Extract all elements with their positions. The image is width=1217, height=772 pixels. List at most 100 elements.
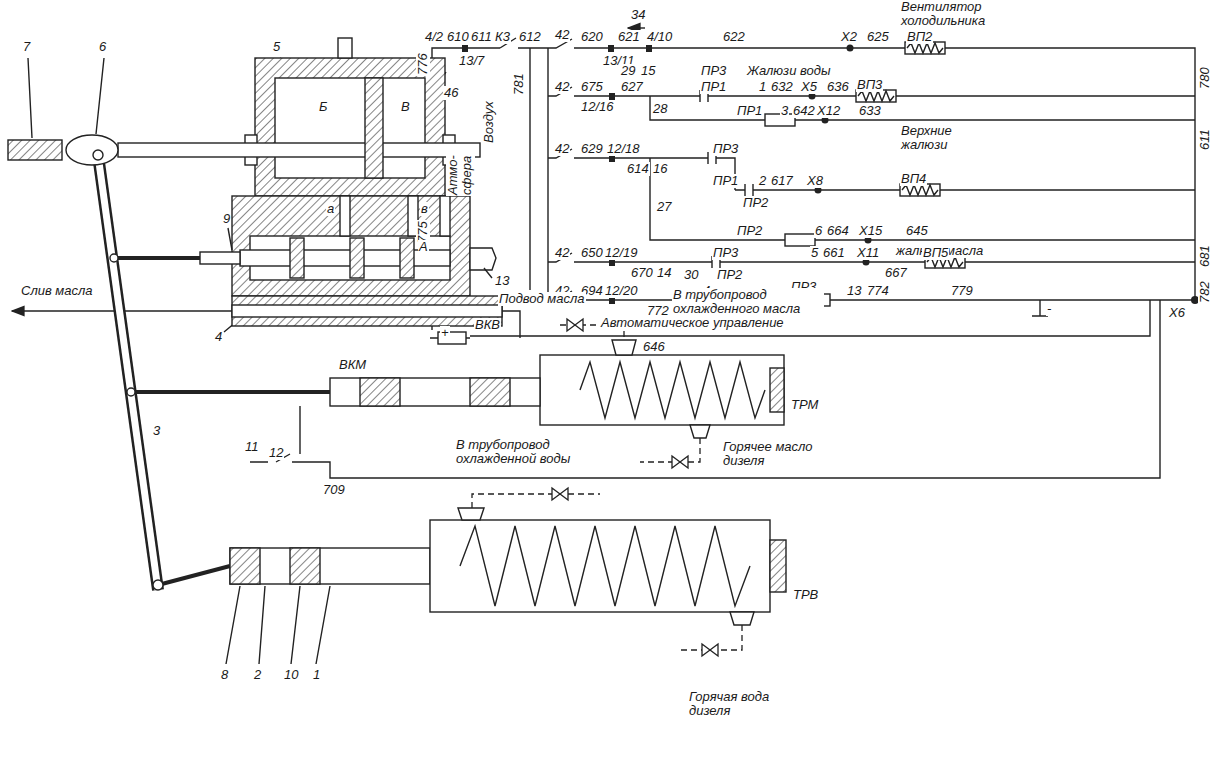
- drawing-path: [552, 488, 568, 500]
- diagram-label: 627: [620, 80, 644, 94]
- diagram-label: 4: [214, 330, 223, 344]
- drawing-path: [567, 319, 583, 331]
- diagram-label: 9: [222, 212, 231, 226]
- diagram-label: Х15: [858, 224, 883, 238]
- diagram-label: 642: [792, 104, 816, 118]
- drawing-path: [640, 438, 700, 462]
- diagram-label: 4/10: [646, 30, 673, 44]
- valve-symbols: [552, 319, 718, 656]
- drawing-rect: [770, 540, 786, 592]
- diagram-label: 622: [722, 30, 746, 44]
- diagram-label: 779: [950, 284, 974, 298]
- drawing-path: [502, 311, 520, 338]
- diagram-label: 781: [512, 72, 526, 96]
- drawing-line: [98, 155, 158, 590]
- diagram-label: 10: [283, 668, 299, 682]
- drawing-circle: [847, 45, 854, 52]
- diagram-label: 611: [470, 30, 493, 44]
- diagram-label: 15: [640, 64, 656, 78]
- drawing-rect: [350, 238, 364, 278]
- diagram-label: ТРВ: [792, 588, 819, 602]
- drawing-polygon: [458, 508, 484, 520]
- drawing-path: [548, 149, 735, 190]
- diagram-label: 46: [443, 86, 459, 100]
- diagram-label: Горячее масло дизеля: [722, 440, 844, 469]
- diagram-label: ВКМ: [338, 358, 367, 372]
- diagram-label: В трубопровод охлажденной воды: [455, 438, 607, 467]
- diagram-label: Х11: [856, 246, 880, 260]
- drawing-ellipse: [66, 135, 118, 165]
- drawing-rect: [290, 238, 304, 278]
- diagram-label: 625: [866, 30, 890, 44]
- diagram-label: ВП4: [900, 172, 927, 186]
- diagram-label: 621: [617, 30, 641, 44]
- diagram-label: 675: [580, 80, 604, 94]
- diagram-label: Воздух: [482, 100, 496, 144]
- diagram-label: 1: [312, 668, 321, 682]
- diagram-label: 5: [272, 40, 281, 54]
- drawing-path: [680, 625, 742, 650]
- diagram-label: 13: [494, 274, 510, 288]
- diagram-label: 632: [770, 80, 794, 94]
- mechanism: [8, 38, 786, 664]
- diagram-label: К3: [494, 30, 511, 44]
- diagram-label: 661: [822, 246, 846, 260]
- drawing-rect: [540, 355, 784, 425]
- diagram-label: в: [420, 202, 429, 216]
- diagram-label: Жалюзи воды: [746, 64, 831, 78]
- drawing-rect: [230, 548, 430, 584]
- drawing-rect: [365, 78, 383, 178]
- diagram-label: а: [326, 202, 335, 216]
- diagram-label: Б: [318, 100, 328, 114]
- drawing-rect: [275, 78, 425, 178]
- drawing-path: [702, 644, 718, 656]
- drawing-circle: [93, 150, 103, 160]
- diagram-label: 27: [656, 200, 672, 214]
- drawing-path: [672, 456, 688, 468]
- drawing-rect: [400, 238, 414, 278]
- diagram-label: 28: [652, 102, 668, 116]
- diagram-label: 612: [518, 30, 542, 44]
- drawing-rect: [230, 548, 260, 584]
- diagram-label: Вентилятор холодильника: [900, 0, 1012, 29]
- drawing-rect: [608, 45, 614, 52]
- diagram-label: 5: [810, 246, 819, 260]
- drawing-rect: [232, 305, 502, 317]
- diagram-label: 636: [826, 80, 850, 94]
- drawing-polyline: [580, 362, 765, 418]
- diagram-label: 614: [626, 162, 650, 176]
- drawing-path: [628, 27, 645, 28]
- drawing-path: [735, 189, 1195, 190]
- diagram-label: Х2: [840, 30, 858, 44]
- diagram-label: 42: [554, 28, 570, 42]
- diagram-label: 620: [580, 30, 604, 44]
- drawing-circle: [127, 388, 135, 396]
- drawing-path: [114, 258, 330, 585]
- diagram-label: 12/18: [606, 142, 641, 156]
- diagram-label: 42: [554, 142, 570, 156]
- diagram-label: ВП3: [856, 78, 883, 92]
- diagram-label: 29: [620, 64, 636, 78]
- drawing-rect: [290, 548, 320, 584]
- diagram-label: 667: [884, 266, 908, 280]
- drawing-rect: [360, 378, 400, 406]
- drawing-rect: [462, 45, 468, 52]
- diagram-label: 2: [758, 174, 767, 188]
- diagram-label: Горячая вода дизеля: [688, 690, 810, 719]
- drawing-path: [529, 48, 530, 290]
- diagram-label: 782: [1198, 280, 1212, 304]
- pipes: [472, 325, 742, 650]
- drawing-rect: [470, 378, 510, 406]
- diagram-label: ПР2: [716, 268, 743, 282]
- drawing-rect: [232, 296, 502, 326]
- diagram-label: 664: [826, 224, 850, 238]
- drawing-polygon: [690, 425, 710, 438]
- diagram-label: ВП2: [906, 30, 933, 44]
- diagram-label: 12/19: [604, 246, 639, 260]
- drawing-path: [299, 406, 300, 454]
- drawing-polyline: [460, 526, 750, 606]
- diagram-label: ПР2: [736, 224, 763, 238]
- diagram-label: 3: [780, 104, 789, 118]
